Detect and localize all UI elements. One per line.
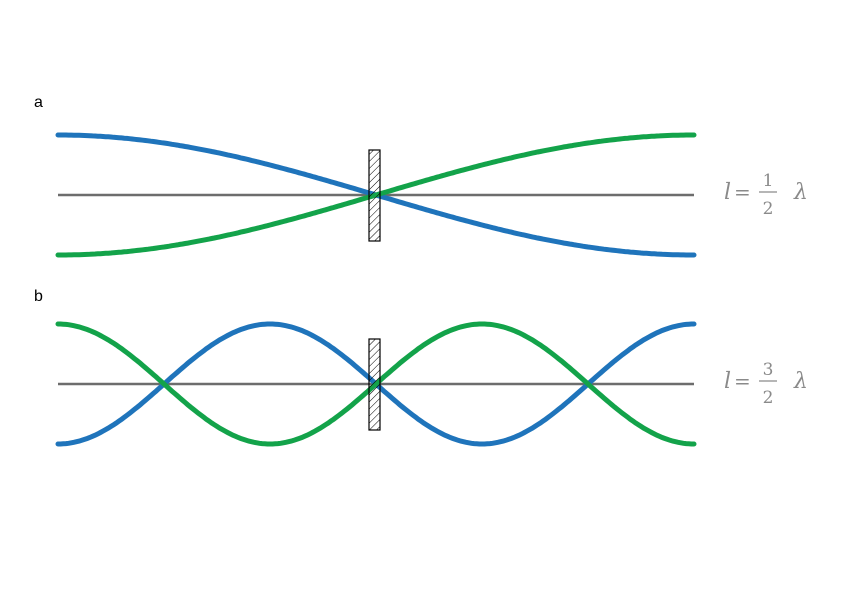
- panel-b-eq-equals: =: [734, 369, 751, 393]
- panel-b-eq-denominator: 2: [763, 388, 774, 408]
- panel-a-eq-lambda: λ: [793, 180, 808, 205]
- panel-b-label: b: [34, 288, 43, 305]
- panel-b: b l = 3 2 λ: [34, 288, 808, 447]
- panel-a-equation: l = 1 2 λ: [724, 171, 808, 219]
- panel-a: a l = 1 2 λ: [34, 94, 808, 258]
- panel-a-label: a: [34, 94, 43, 111]
- panel-a-eq-denominator: 2: [763, 199, 774, 219]
- panel-a-fixed-support: [368, 149, 381, 242]
- panel-b-fixed-support: [368, 338, 381, 431]
- panel-b-eq-numerator: 3: [763, 360, 774, 380]
- panel-a-eq-equals: =: [734, 180, 751, 204]
- panel-a-eq-numerator: 1: [763, 171, 774, 191]
- panel-a-eq-variable: l: [724, 180, 731, 205]
- panel-b-eq-lambda: λ: [793, 369, 808, 394]
- panel-b-equation: l = 3 2 λ: [724, 360, 808, 408]
- panel-b-eq-variable: l: [724, 369, 731, 394]
